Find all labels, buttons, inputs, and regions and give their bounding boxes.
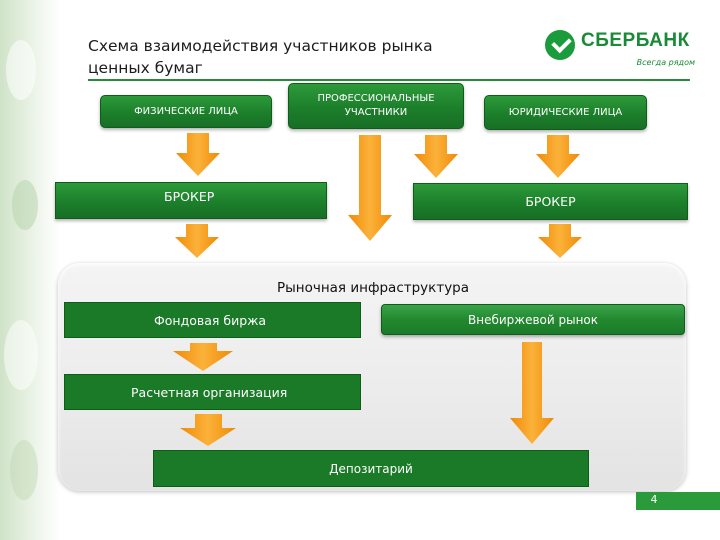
arrow-broker-right-to-infra [538,224,582,258]
box-broker-right-label: БРОКЕР [525,194,576,209]
sberbank-logo: СБЕРБАНК Всегда рядом [545,28,695,72]
sberbank-logo-icon [545,30,575,60]
box-professional-label-2: УЧАСТНИКИ [344,107,408,118]
box-stock-exchange: Фондовая биржа [64,302,361,338]
page-number: 4 [650,493,658,506]
arrow-settlement-to-depository [180,414,236,446]
box-depository-label: Депозитарий [329,461,413,476]
arrow-professional-down [348,135,392,241]
arrow-broker-left-to-infra [175,224,219,258]
arrow-otc-to-depository [510,342,554,444]
page-number-bar: 4 [636,492,720,510]
slide-title: Схема взаимодействия участников рынка це… [88,35,508,79]
box-professional-participants: ПРОФЕССИОНАЛЬНЫЕ УЧАСТНИКИ [288,83,464,129]
box-stock-exchange-label: Фондовая биржа [154,312,267,328]
box-individuals-label: ФИЗИЧЕСКИЕ ЛИЦА [134,105,238,117]
box-broker-right: БРОКЕР [413,183,688,220]
box-broker-left-label: БРОКЕР [164,189,215,204]
box-professional-label-1: ПРОФЕССИОНАЛЬНЫЕ [317,93,435,104]
arrow-exchange-to-settlement [173,343,233,371]
box-otc-market-label: Внебиржевой рынок [467,312,599,327]
box-settlement-organization: Расчетная организация [64,374,361,410]
box-settlement-label: Расчетная организация [131,384,288,400]
arrow-legal-to-broker [536,135,580,178]
title-line-1: Схема взаимодействия участников рынка [88,37,433,55]
box-individuals: ФИЗИЧЕСКИЕ ЛИЦА [100,95,272,128]
box-legal-entities-label: ЮРИДИЧЕСКИЕ ЛИЦА [508,106,623,118]
box-depository: Депозитарий [153,450,589,487]
arrow-professional-to-broker-right [414,135,458,178]
logo-name: СБЕРБАНК [581,30,690,51]
title-line-2: ценных бумаг [88,59,203,77]
arrow-individuals-to-broker [176,133,220,176]
box-legal-entities: ЮРИДИЧЕСКИЕ ЛИЦА [484,95,647,130]
header-divider [88,79,690,81]
box-otc-market: Внебиржевой рынок [381,304,685,335]
box-broker-left: БРОКЕР [55,182,327,219]
background-decoration [0,0,60,540]
infrastructure-title: Рыночная инфраструктура [276,280,470,296]
logo-tagline: Всегда рядом [636,58,695,67]
